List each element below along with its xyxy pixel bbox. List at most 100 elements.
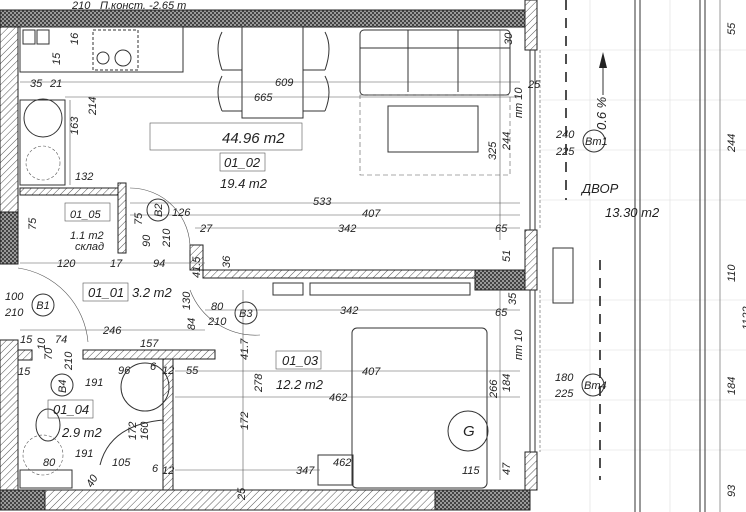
window-tag-vt4[interactable]: Вт4 — [584, 380, 607, 392]
dimension-label: 51 — [501, 250, 513, 262]
dimension-label: 342 — [340, 305, 358, 317]
door-b2-height: 210 — [161, 228, 173, 248]
dimension-label: 55 — [186, 365, 199, 377]
yard-slope: 0.6 % — [594, 97, 609, 130]
slope-arrow-icon — [599, 52, 607, 95]
dimension-label: 25 — [236, 487, 248, 501]
dimension-label: 172 — [239, 412, 251, 430]
room-tag-box — [82, 282, 129, 302]
dimension-label: 27 — [199, 223, 213, 235]
window-vt1-height: 225 — [555, 146, 575, 158]
door-tag-b1[interactable]: B1 — [36, 300, 49, 312]
dimension-label: 278 — [253, 373, 265, 393]
dimension-label: 84 — [186, 318, 198, 330]
dimension-label: 80 — [43, 457, 56, 469]
total-area-label: 44.96 m2 — [222, 130, 285, 147]
dimension-label: 75 — [27, 217, 39, 230]
dimension-label: 105 — [112, 457, 131, 469]
room-id-01-05: 01_05 — [70, 209, 101, 221]
dimension-label: 609 — [275, 77, 293, 89]
door-tag-b4[interactable]: B4 — [57, 380, 69, 393]
dimension-label: 15 — [18, 366, 31, 378]
dimension-label: 41.7 — [239, 338, 251, 360]
window-vt4[interactable] — [529, 290, 541, 452]
dim: 210 — [71, 0, 91, 12]
door-b3-width: 80 — [211, 301, 224, 313]
tag-circles — [31, 129, 606, 452]
dimension-label: 15 — [20, 334, 33, 346]
dimension-label: 342 — [338, 223, 356, 235]
window-tag-vt1[interactable]: Вт1 — [585, 136, 608, 148]
yard-paving-grid — [540, 0, 746, 512]
dimension-label: 74 — [55, 334, 67, 346]
dimension-label: 40 — [84, 472, 101, 489]
yard-name: ДВОР — [580, 181, 619, 196]
dimension-label: 126 — [172, 207, 191, 219]
window-vt1[interactable] — [529, 50, 541, 230]
room-area-01-03: 12.2 m2 — [276, 377, 324, 392]
dimension-label: 115 — [462, 465, 480, 477]
dimension-label: 41.5 — [191, 256, 203, 278]
top-note: П.конст. -2.65 т — [100, 0, 186, 12]
window-vt4-width: 180 — [555, 372, 574, 384]
dimension-label: 6 — [152, 463, 159, 475]
dimension-label: 94 — [153, 258, 165, 270]
dimension-label: 35 — [507, 292, 519, 305]
dimension-label: 15 — [51, 52, 63, 65]
room-id-01-01: 01_01 — [88, 285, 124, 300]
dimension-label: 12 — [162, 365, 174, 377]
room-area-01-01: 3.2 m2 — [132, 285, 173, 300]
dimension-label: 75 — [133, 212, 145, 225]
room-id-01-02: 01_02 — [224, 155, 261, 170]
dimension-label: 25 — [527, 79, 541, 91]
sofa — [359, 29, 511, 176]
room-id-01-04: 01_04 — [53, 402, 89, 417]
room-area-01-02: 19.4 m2 — [220, 176, 268, 191]
dimension-label: 347 — [296, 465, 315, 477]
dimension-label: 65 — [495, 223, 508, 235]
marker-g: G — [463, 423, 475, 440]
dimension-label: 130 — [181, 291, 193, 310]
room-tag-box — [47, 399, 94, 419]
door-b4-width: 70 — [43, 347, 55, 360]
dimension-label: 47 — [501, 462, 513, 475]
yard-lines — [552, 0, 706, 512]
dimension-lines — [20, 0, 721, 512]
dimension-label: 36 — [221, 255, 233, 268]
room-area-01-04: 2.9 m2 — [61, 425, 103, 440]
dimension-label: 191 — [85, 377, 103, 389]
dimension-label: 65 — [495, 307, 508, 319]
door-tag-b3[interactable]: B3 — [239, 308, 253, 320]
sill-height: пт 10 — [513, 87, 525, 118]
dimension-label: 17 — [110, 258, 123, 270]
door-b3-height: 210 — [207, 316, 227, 328]
dimension-label: 244 — [501, 132, 513, 151]
dimension-label: 16 — [69, 32, 81, 45]
door-b1-width: 100 — [5, 291, 24, 303]
dimension-label: 93 — [726, 484, 738, 497]
dining-table — [217, 26, 330, 119]
yard-area: 13.30 m2 — [605, 205, 660, 220]
dimension-label: 266 — [488, 379, 500, 399]
dimension-label: 462 — [333, 457, 351, 469]
dimension-label: 163 — [69, 116, 81, 135]
dimension-label: 157 — [140, 338, 159, 350]
dimension-label: 1122 — [741, 306, 746, 330]
dimension-label: 407 — [362, 366, 381, 378]
dimension-label: 96 — [118, 365, 131, 377]
dimension-label: 244 — [726, 134, 738, 153]
door-b2-width: 90 — [141, 234, 153, 247]
room-area-01-05: 1.1 m2 — [70, 230, 104, 242]
room-tag-box — [275, 350, 322, 370]
dimension-label: 35 — [30, 78, 43, 90]
door-swings — [17, 187, 261, 343]
dimension-label: 132 — [75, 171, 93, 183]
dimension-label: 160 — [139, 421, 151, 440]
door-b1-height: 210 — [4, 307, 24, 319]
window-vt1-width: 240 — [555, 129, 575, 141]
room-tag-box — [219, 152, 266, 172]
door-tag-b2[interactable]: B2 — [153, 204, 165, 217]
dimension-label: 10 — [36, 337, 48, 350]
dimension-label: 533 — [313, 196, 332, 208]
